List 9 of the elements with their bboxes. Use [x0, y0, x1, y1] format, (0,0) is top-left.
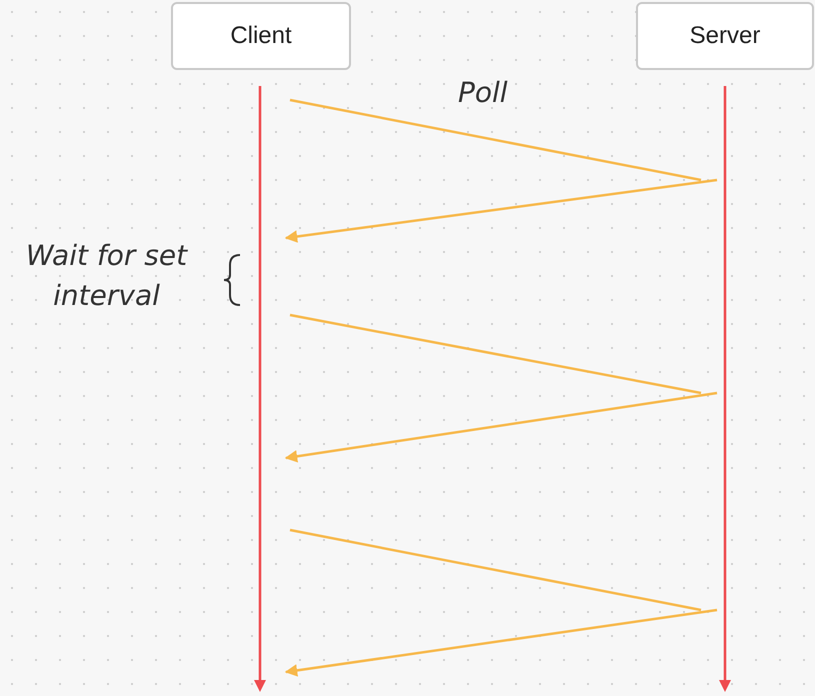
message-arrow [284, 392, 718, 462]
note-text: Wait for set interval [24, 238, 189, 314]
lifeline-arrow [718, 86, 732, 692]
message-arrow [284, 608, 718, 677]
edge-label: Poll [458, 76, 508, 109]
participant-box: Client [171, 2, 351, 70]
participant-box: Server [636, 2, 814, 70]
lifeline-arrow [253, 86, 267, 692]
message-arrow [284, 178, 718, 243]
